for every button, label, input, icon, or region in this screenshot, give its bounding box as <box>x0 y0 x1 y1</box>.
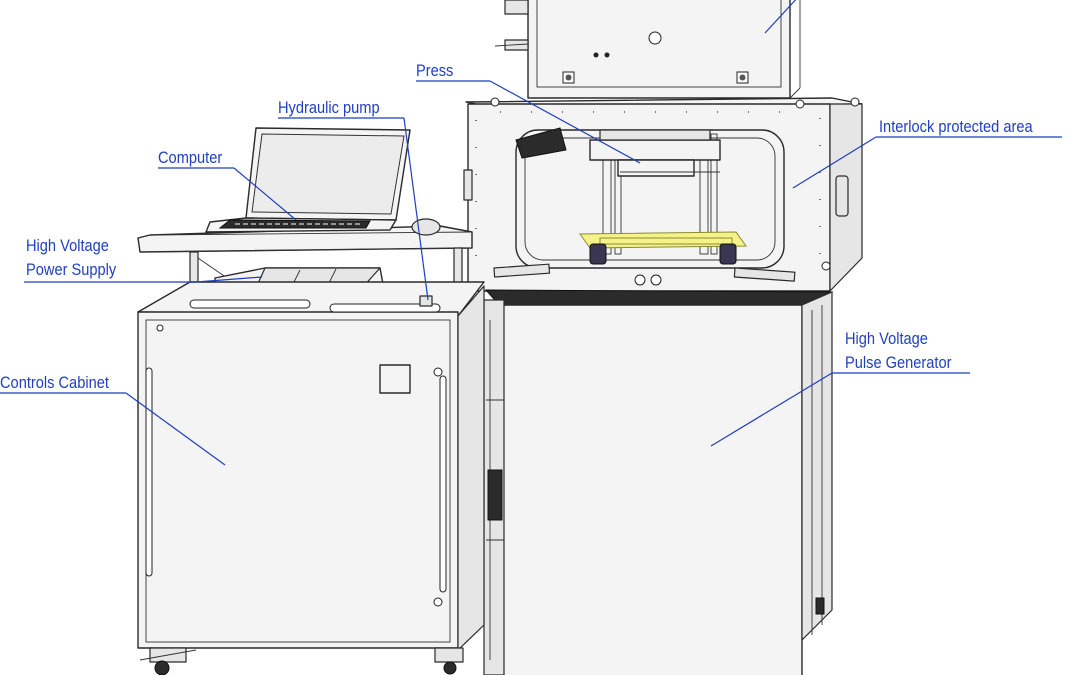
hydraulic-pump-label-text: Hydraulic pump <box>278 98 380 117</box>
top-enclosure <box>494 0 801 99</box>
press-label: Press <box>416 59 453 83</box>
computer-label: Computer <box>158 146 222 170</box>
hv-power-supply-label: High Voltage Power Supply <box>26 234 116 282</box>
hv-power-supply-label-line1: High Voltage <box>26 236 109 255</box>
controls-cabinet <box>137 281 485 675</box>
hv-power-supply-label-line2: Power Supply <box>26 260 117 279</box>
interlock-area-label-text: Interlock protected area <box>879 117 1033 136</box>
hv-pulse-generator-label: High Voltage Pulse Generator <box>845 327 951 375</box>
pulse-generator-cabinet <box>484 289 834 675</box>
press-label-text: Press <box>416 61 454 80</box>
press-frame <box>465 97 863 292</box>
computer-table <box>137 169 473 309</box>
controls-cabinet-label: Controls Cabinet <box>0 371 109 395</box>
computer-label-text: Computer <box>158 148 223 167</box>
leader-lines <box>0 0 1062 466</box>
interlock-area-label: Interlock protected area <box>879 115 1033 139</box>
hv-pulse-generator-label-line1: High Voltage <box>845 329 928 348</box>
hv-pulse-generator-label-line2: Pulse Generator <box>845 353 952 372</box>
side-rack <box>483 299 505 675</box>
hydraulic-pump-label: Hydraulic pump <box>278 96 380 120</box>
laptop-computer <box>205 127 411 233</box>
controls-cabinet-label-text: Controls Cabinet <box>0 373 109 392</box>
